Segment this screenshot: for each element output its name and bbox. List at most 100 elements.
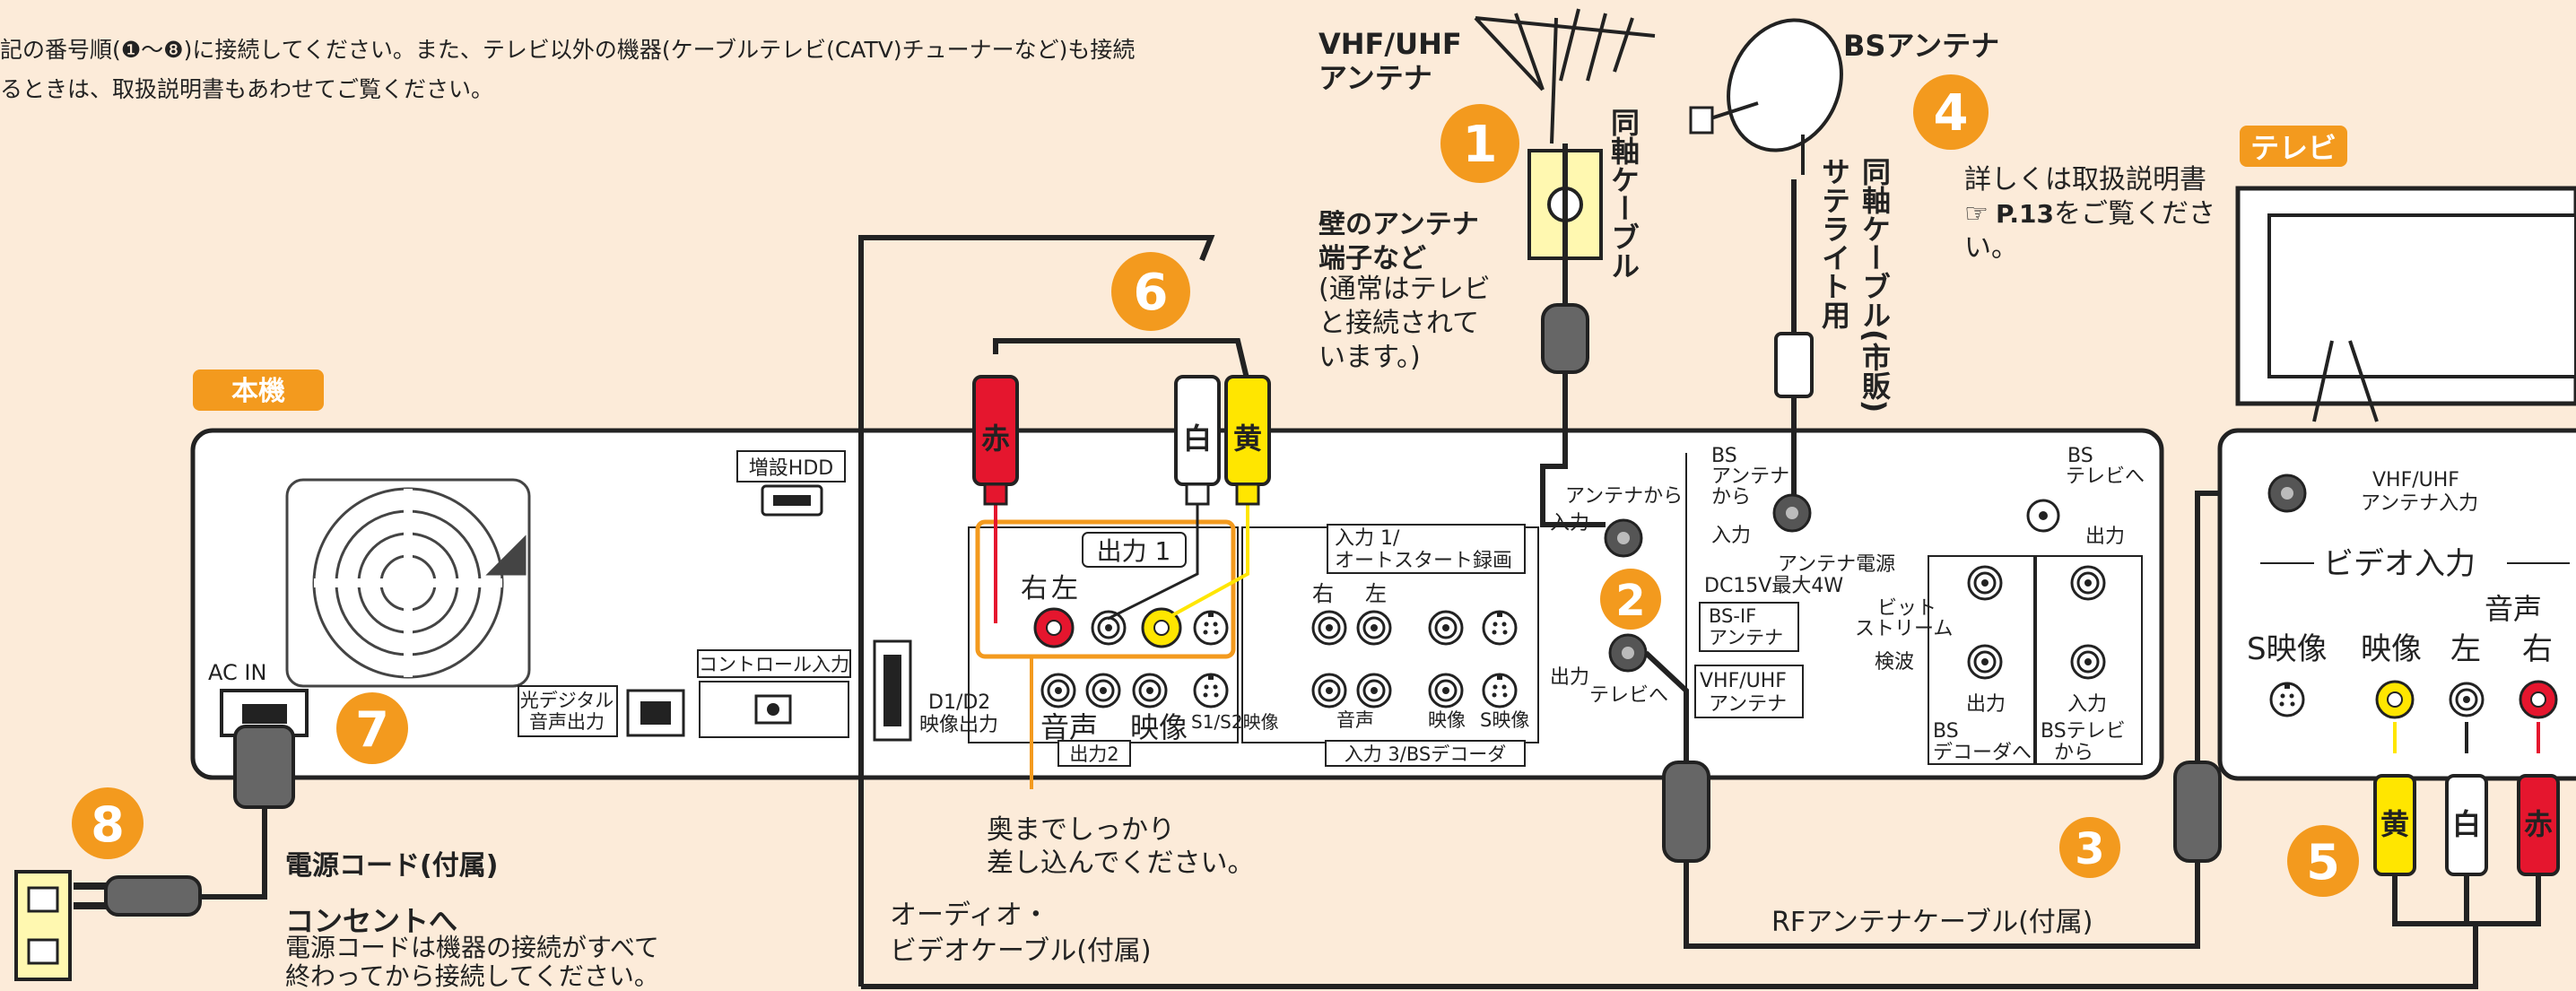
out2-audio-right-jack: [1040, 673, 1076, 708]
in1-audio-left-jack: [1356, 610, 1392, 646]
bs-note-2: P.13: [1996, 199, 2054, 229]
rf-cable-label: RFアンテナケーブル(付属): [1771, 907, 2093, 938]
power-cord: [74, 725, 295, 917]
optical-label-2: 音声出力: [529, 711, 605, 733]
bs-note-4: い。: [1964, 232, 2018, 264]
tv-s-video-jack: [2269, 682, 2305, 717]
plug-red: 赤: [972, 375, 1019, 506]
wall-label-1: 壁のアンテナ: [1318, 209, 1479, 240]
tv-plug-red-label: 赤: [2524, 807, 2553, 841]
decoder-in-label: 入力: [2067, 693, 2107, 716]
av-cable: [858, 235, 2478, 989]
plug-white-label: 白: [1183, 422, 1212, 456]
sat-plug: [1774, 332, 1814, 398]
wall-note: 壁のアンテナ 端子など (通常はテレビ と接続されて います。): [1318, 209, 1491, 373]
in1-label-1: 入力 1/: [1335, 527, 1400, 550]
in3-label: 入力 3/BSデコーダ: [1345, 743, 1506, 765]
coax-cable-label: 同軸ケーブル: [1606, 108, 1640, 280]
in3-audio-left-jack: [1356, 673, 1392, 708]
in1-right-label: 右: [1312, 581, 1334, 606]
step-8-label: 8: [91, 796, 125, 853]
ant-out-label-1: 出力: [1550, 666, 1589, 689]
cooling-fan: [285, 478, 531, 688]
tv-plug-yellow-label: 黄: [2380, 807, 2409, 841]
bs-from-label-1: BS: [1711, 445, 1737, 467]
plug-white: 白: [1174, 375, 1221, 506]
out2-label: 出力2: [1069, 743, 1118, 765]
recorder-unit: 本機 増設HDD AC IN 光デジタル 音声出力 コントロール入力: [190, 369, 2164, 780]
bs-to-tv-label-2: テレビへ: [2066, 465, 2145, 488]
step-4-label: 4: [1934, 84, 1969, 143]
step-6-label: 6: [1134, 264, 1169, 322]
bs-tv-from-label-1: BSテレビ: [2041, 720, 2126, 743]
sat-cable-label-2: 同軸ケーブル(市販): [1858, 157, 1892, 413]
out1-s-video-jack: [1193, 610, 1229, 646]
bs-to-tv-label-3: 出力: [2085, 526, 2125, 548]
bs-decoder-label-1: BS: [1933, 720, 1959, 743]
step-6-badge: [1111, 252, 1190, 331]
bs-power-label-1: アンテナ電源: [1778, 553, 1895, 576]
tv-plugs: 黄 白 赤: [2373, 722, 2560, 926]
in3-video-jack: [1428, 673, 1464, 708]
bs-note-ref-icon: ☞: [1964, 198, 1989, 230]
step-1-label: 1: [1463, 116, 1498, 174]
bitstream-label-2: ストリーム: [1855, 618, 1953, 640]
d-out-label-2: 映像出力: [919, 714, 998, 736]
step-8-badge: [72, 787, 144, 859]
bs-decoder-label-2: デコーダへ: [1933, 742, 2032, 764]
ant-out-label-2: テレビへ: [1589, 684, 1668, 707]
bs-antenna-icon: [1689, 18, 1843, 175]
in3-s-video-jack: [1482, 673, 1518, 708]
step-5-badge: [2287, 825, 2359, 897]
push-note-1: 奥までしっかり: [987, 814, 1175, 846]
wall-label-4: と接続されて: [1318, 308, 1479, 339]
step-3-badge: [2059, 817, 2120, 878]
unit-badge-label: 本機: [231, 376, 285, 407]
in1-s-video-jack: [1482, 610, 1518, 646]
rf-cable: [1643, 491, 2256, 949]
tv-s-label: S映像: [2247, 631, 2328, 667]
bs-note-1: 詳しくは取扱説明書: [1964, 164, 2206, 196]
out2-video-label: 映像: [1130, 710, 1188, 744]
wall-label-3: (通常はテレビ: [1318, 274, 1491, 305]
out2-audio-label: 音声: [1040, 710, 1098, 744]
in3-video-label: 映像: [1428, 709, 1466, 731]
outlet-note-1: 電源コードは機器の接続がすべて: [285, 933, 659, 962]
in3-s-label: S映像: [1480, 709, 1529, 731]
in1-audio-right-jack: [1311, 610, 1347, 646]
av-cable-label-2: ビデオケーブル(付属): [890, 935, 1152, 967]
intro-line-2: るときは、取扱説明書もあわせてご覧ください。: [0, 76, 493, 102]
plug-yellow-label: 黄: [1233, 422, 1262, 456]
in3-audio-right-jack: [1311, 673, 1347, 708]
out1-left-label: 左: [1051, 573, 1078, 604]
outlet-note-2: 終わってから接続してください。: [285, 961, 659, 991]
tv-right-label: 右: [2522, 631, 2553, 667]
s-video-out-label: S1/S2映像: [1191, 711, 1279, 733]
vhf-antenna-label-1: VHF/UHF: [1318, 27, 1462, 61]
d-out-label-1: D1/D2: [928, 691, 990, 714]
av-cable-label-1: オーディオ・: [890, 900, 1049, 931]
bs-from-label-3: から: [1711, 486, 1751, 509]
ac-in-label: AC IN: [208, 660, 266, 685]
step-2-badge: [1600, 569, 1661, 630]
optical-label-1: 光デジタル: [520, 690, 614, 711]
tv-plug-white-label: 白: [2452, 807, 2481, 841]
step-2-label: 2: [1615, 576, 1645, 626]
out1-label: 出力 1: [1097, 536, 1171, 566]
tv-vhf-label-2: アンテナ入力: [2361, 492, 2478, 515]
hdd-label: 増設HDD: [749, 457, 833, 480]
video-input-label: ビデオ入力: [2323, 546, 2476, 582]
out1-highlight: [975, 519, 1236, 659]
tv-vhf-label-1: VHF/UHF: [2372, 469, 2459, 491]
wall-label-2: 端子など: [1318, 243, 1426, 274]
in1-label-2: オートスタート録画: [1335, 550, 1512, 572]
ant-in-label-1: アンテナから: [1565, 485, 1683, 508]
out1-audio-left-jack: [1091, 610, 1127, 646]
control-label: コントロール入力: [699, 654, 849, 675]
in1-video-jack: [1428, 610, 1464, 646]
bs-to-tv-label-1: BS: [2067, 445, 2093, 467]
out2-s-video-jack: [1193, 673, 1229, 708]
vhf-uhf-antenna-icon: [1474, 8, 1656, 144]
tv-video-label: 映像: [2361, 631, 2422, 667]
